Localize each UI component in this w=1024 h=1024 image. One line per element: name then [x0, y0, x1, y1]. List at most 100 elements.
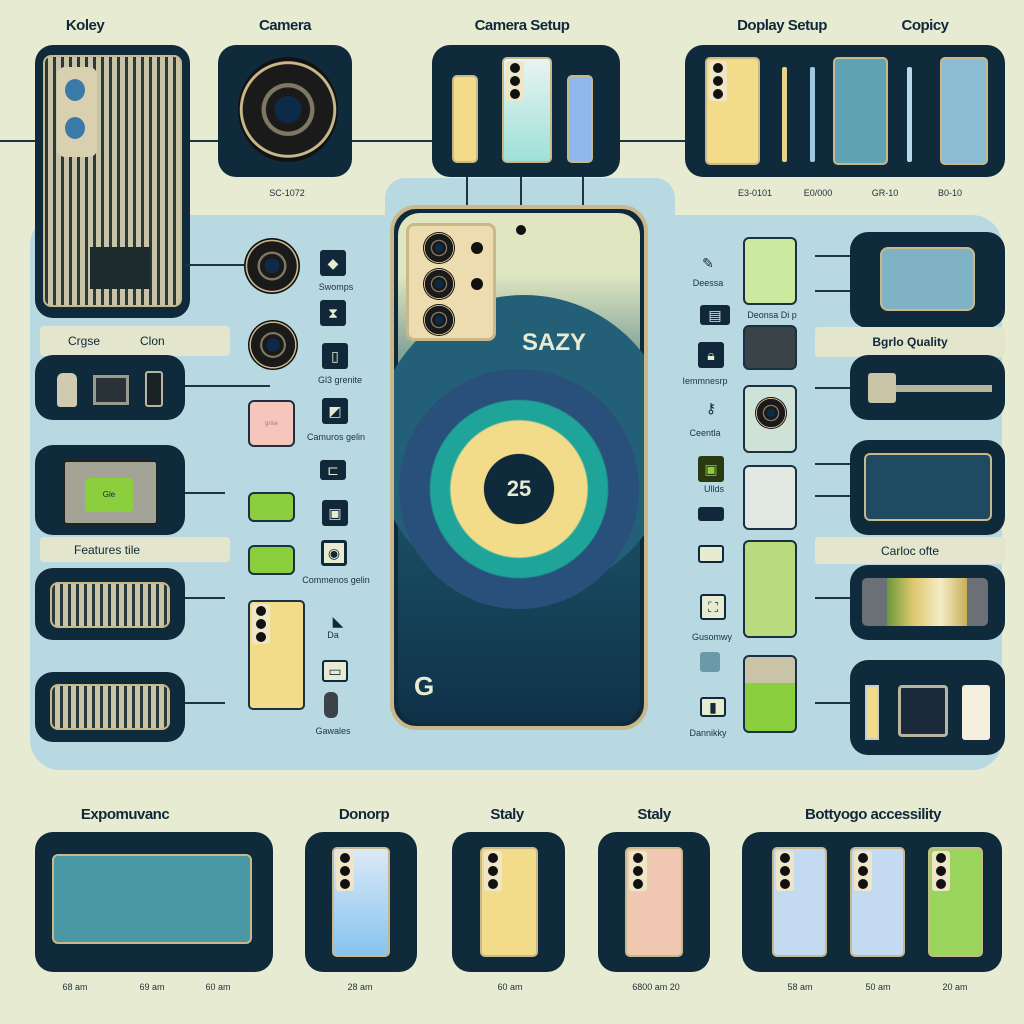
key-icon: ⚷: [705, 399, 717, 416]
icon-label: Commenos gelin: [302, 575, 370, 585]
sublabel: 28 am: [347, 982, 373, 992]
icon-label: Gawales: [315, 726, 351, 736]
phone-yellow: [705, 57, 760, 165]
band-label: Carloc ofte: [880, 543, 940, 558]
circuit-board: [50, 684, 170, 730]
sublabel: 6800 am 20: [632, 982, 680, 992]
phone-blue: [940, 57, 988, 165]
band-label: Clon: [140, 334, 165, 348]
icon-label: Dannikky: [689, 728, 727, 738]
brand-text: SAZY: [522, 329, 587, 356]
display-setup-panel: [685, 45, 1005, 177]
phone-yellow: [248, 600, 305, 710]
icon-label: Deonsa Di p: [747, 310, 797, 320]
port-icon: ▭: [322, 660, 348, 682]
camera-lens-icon: [238, 57, 338, 162]
camera-module: [406, 223, 496, 341]
connector: [815, 702, 850, 704]
cards-icon: ▤: [700, 305, 730, 325]
connector: [815, 290, 850, 292]
band-label: Crgse: [68, 334, 101, 348]
grid-card: [743, 540, 797, 638]
circuit-board: [50, 582, 170, 628]
green-card: [248, 545, 295, 575]
sublabel: 60 am: [497, 982, 523, 992]
chip-panel: Gle: [35, 445, 185, 535]
label-band: Bgrlo Quality: [815, 327, 1005, 357]
label-bottom: Bottyogo accessility: [805, 806, 941, 823]
lens-icon: [244, 238, 300, 294]
speaker-icon: ◣: [332, 612, 344, 629]
connector: [185, 385, 270, 387]
hourglass-icon: ⧗: [320, 300, 346, 326]
port-icon: ▮: [700, 697, 726, 717]
sublabel: E0/000: [803, 188, 833, 198]
display-panel: [833, 57, 888, 165]
label-bottom: Staly: [637, 806, 671, 823]
label-bottom: Donorp: [338, 806, 390, 823]
circuit-board-phone: [43, 55, 182, 307]
connector: [582, 177, 584, 207]
center-phone: 25 SAZY G: [390, 205, 648, 730]
connector: [815, 495, 850, 497]
connector: [190, 140, 218, 142]
sublabel: E3-0101: [737, 188, 773, 198]
board-panel: [35, 672, 185, 742]
board-card: [743, 465, 797, 530]
label-camera-setup: Camera Setup: [474, 17, 570, 34]
chip-icon: ▣: [698, 456, 724, 482]
battery-card: [743, 655, 797, 733]
battery-icon: [567, 75, 593, 163]
camera-icon: ◉: [321, 540, 347, 566]
label-band: Carloc ofte: [815, 537, 1005, 564]
icon-label: Da: [327, 630, 339, 640]
pen-icon: ✎: [702, 254, 714, 271]
sublabel: 68 am: [62, 982, 88, 992]
phone-panel-pink: [598, 832, 710, 972]
sim-icon: [700, 652, 720, 672]
lens-icon: [248, 320, 298, 370]
sublabel: 60 am: [205, 982, 231, 992]
icon-label: Gl3 grenite: [317, 375, 363, 385]
components-panel: [35, 355, 185, 420]
icon-label: Swomps: [318, 282, 354, 292]
connector: [466, 177, 468, 207]
pink-card: grise: [248, 400, 295, 447]
mic-icon: [324, 692, 338, 718]
connector: [815, 597, 850, 599]
connector: [815, 255, 850, 257]
label-display-setup: Doplay Setup: [737, 17, 827, 34]
internals-panel: [35, 45, 190, 318]
logo-text: G: [414, 671, 435, 701]
sublabel: 69 am: [139, 982, 165, 992]
battery-icon: [452, 75, 478, 163]
chip-label: Gle: [85, 478, 133, 512]
card-icon: ▯: [322, 343, 348, 369]
label-band: Features tile: [40, 537, 230, 562]
front-camera-icon: [516, 225, 526, 235]
jar-icon: ▣: [322, 500, 348, 526]
connector-panel: [850, 355, 1005, 420]
phone-panel-trio: [742, 832, 1002, 972]
phone-panel-yellow: [452, 832, 565, 972]
connector: [185, 492, 225, 494]
icon-label: Ullds: [703, 484, 725, 494]
fan-card: [743, 385, 797, 453]
schematic-panel: [850, 440, 1005, 535]
icon-label: Iemmnesrp: [682, 376, 728, 386]
icon-label: Gusomwy: [691, 632, 733, 642]
connector: [352, 140, 432, 142]
connector: [620, 140, 685, 142]
label-bottom: Staly: [490, 806, 524, 823]
sd-card-icon: ◩: [322, 398, 348, 424]
device-card: [743, 325, 797, 370]
printer-card: [743, 237, 797, 305]
sublabel: 20 am: [942, 982, 968, 992]
label-copicy: Copicy: [901, 17, 949, 34]
palette-panel: [850, 565, 1005, 640]
camera-panel: [218, 45, 352, 177]
connector: [185, 597, 225, 599]
connector: [815, 463, 850, 465]
badge: 25: [484, 454, 554, 524]
label-camera: Camera: [258, 17, 312, 34]
